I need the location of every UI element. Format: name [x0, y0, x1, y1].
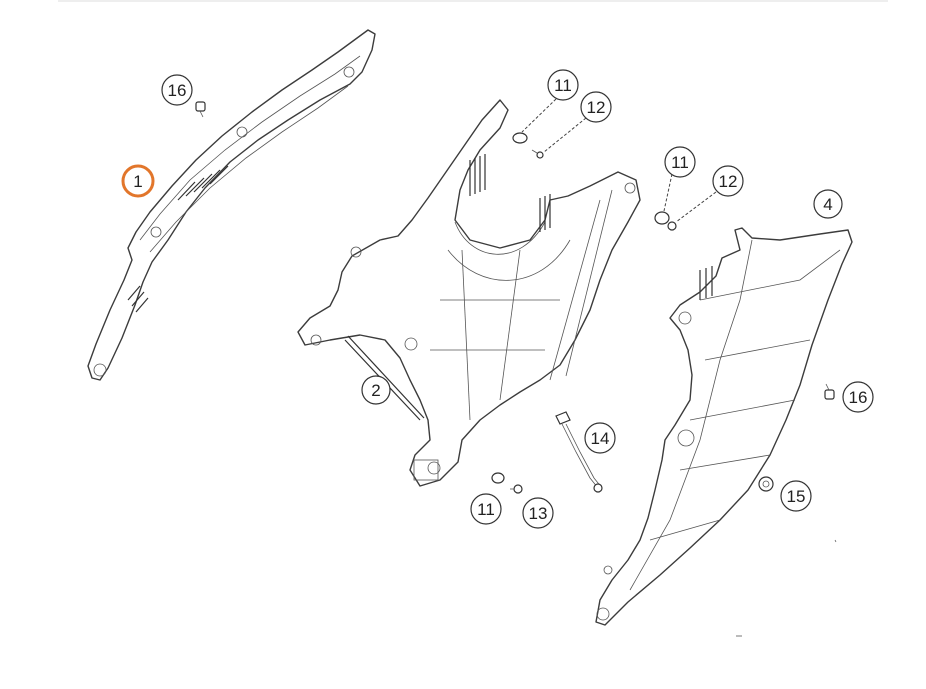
svg-text:2: 2: [371, 381, 380, 400]
callout-15[interactable]: 15: [780, 480, 812, 512]
callout-11-upper-right[interactable]: 11: [663, 146, 696, 212]
svg-text:14: 14: [591, 429, 610, 448]
nut-11-upper-center[interactable]: [512, 132, 528, 144]
screw-13-lower[interactable]: [510, 484, 523, 494]
part-14-bracket[interactable]: [555, 411, 603, 493]
svg-text:15: 15: [787, 487, 806, 506]
svg-text:4: 4: [823, 195, 832, 214]
svg-text:16: 16: [168, 81, 187, 100]
callout-11-lower[interactable]: 11: [470, 493, 502, 525]
screw-16-left[interactable]: [195, 101, 206, 118]
screw-12-upper-center[interactable]: [531, 149, 544, 159]
svg-text:11: 11: [671, 153, 689, 172]
callout-16-right[interactable]: 16: [842, 381, 874, 413]
callout-4[interactable]: 4: [813, 189, 843, 219]
svg-text:12: 12: [719, 172, 738, 191]
svg-text:1: 1: [133, 172, 142, 191]
stray-marks: [736, 539, 837, 637]
part-4-side-panel[interactable]: [595, 227, 853, 626]
top-divider: [58, 0, 888, 2]
nut-11-lower[interactable]: [491, 472, 505, 484]
nut-11-upper-right[interactable]: [654, 211, 670, 225]
screw-12-upper-right[interactable]: [667, 221, 677, 231]
part-1-side-panel[interactable]: [87, 29, 376, 381]
svg-text:11: 11: [477, 500, 495, 519]
callout-1[interactable]: 1: [121, 164, 155, 198]
svg-text:11: 11: [554, 76, 572, 95]
callout-2[interactable]: 2: [361, 375, 391, 405]
callout-16-left[interactable]: 16: [161, 74, 193, 106]
svg-text:13: 13: [529, 504, 548, 523]
svg-text:12: 12: [587, 98, 606, 117]
grommet-15[interactable]: [758, 476, 774, 492]
svg-text:16: 16: [849, 388, 868, 407]
callout-12-upper-center[interactable]: 12: [543, 91, 612, 153]
screw-16-right[interactable]: [824, 383, 835, 400]
callout-12-upper-right[interactable]: 12: [675, 165, 744, 223]
callout-11-upper-center[interactable]: 11: [521, 69, 579, 133]
callout-14[interactable]: 14: [584, 422, 616, 454]
part-2-center-frame[interactable]: [297, 99, 641, 487]
callout-13[interactable]: 13: [522, 497, 554, 529]
